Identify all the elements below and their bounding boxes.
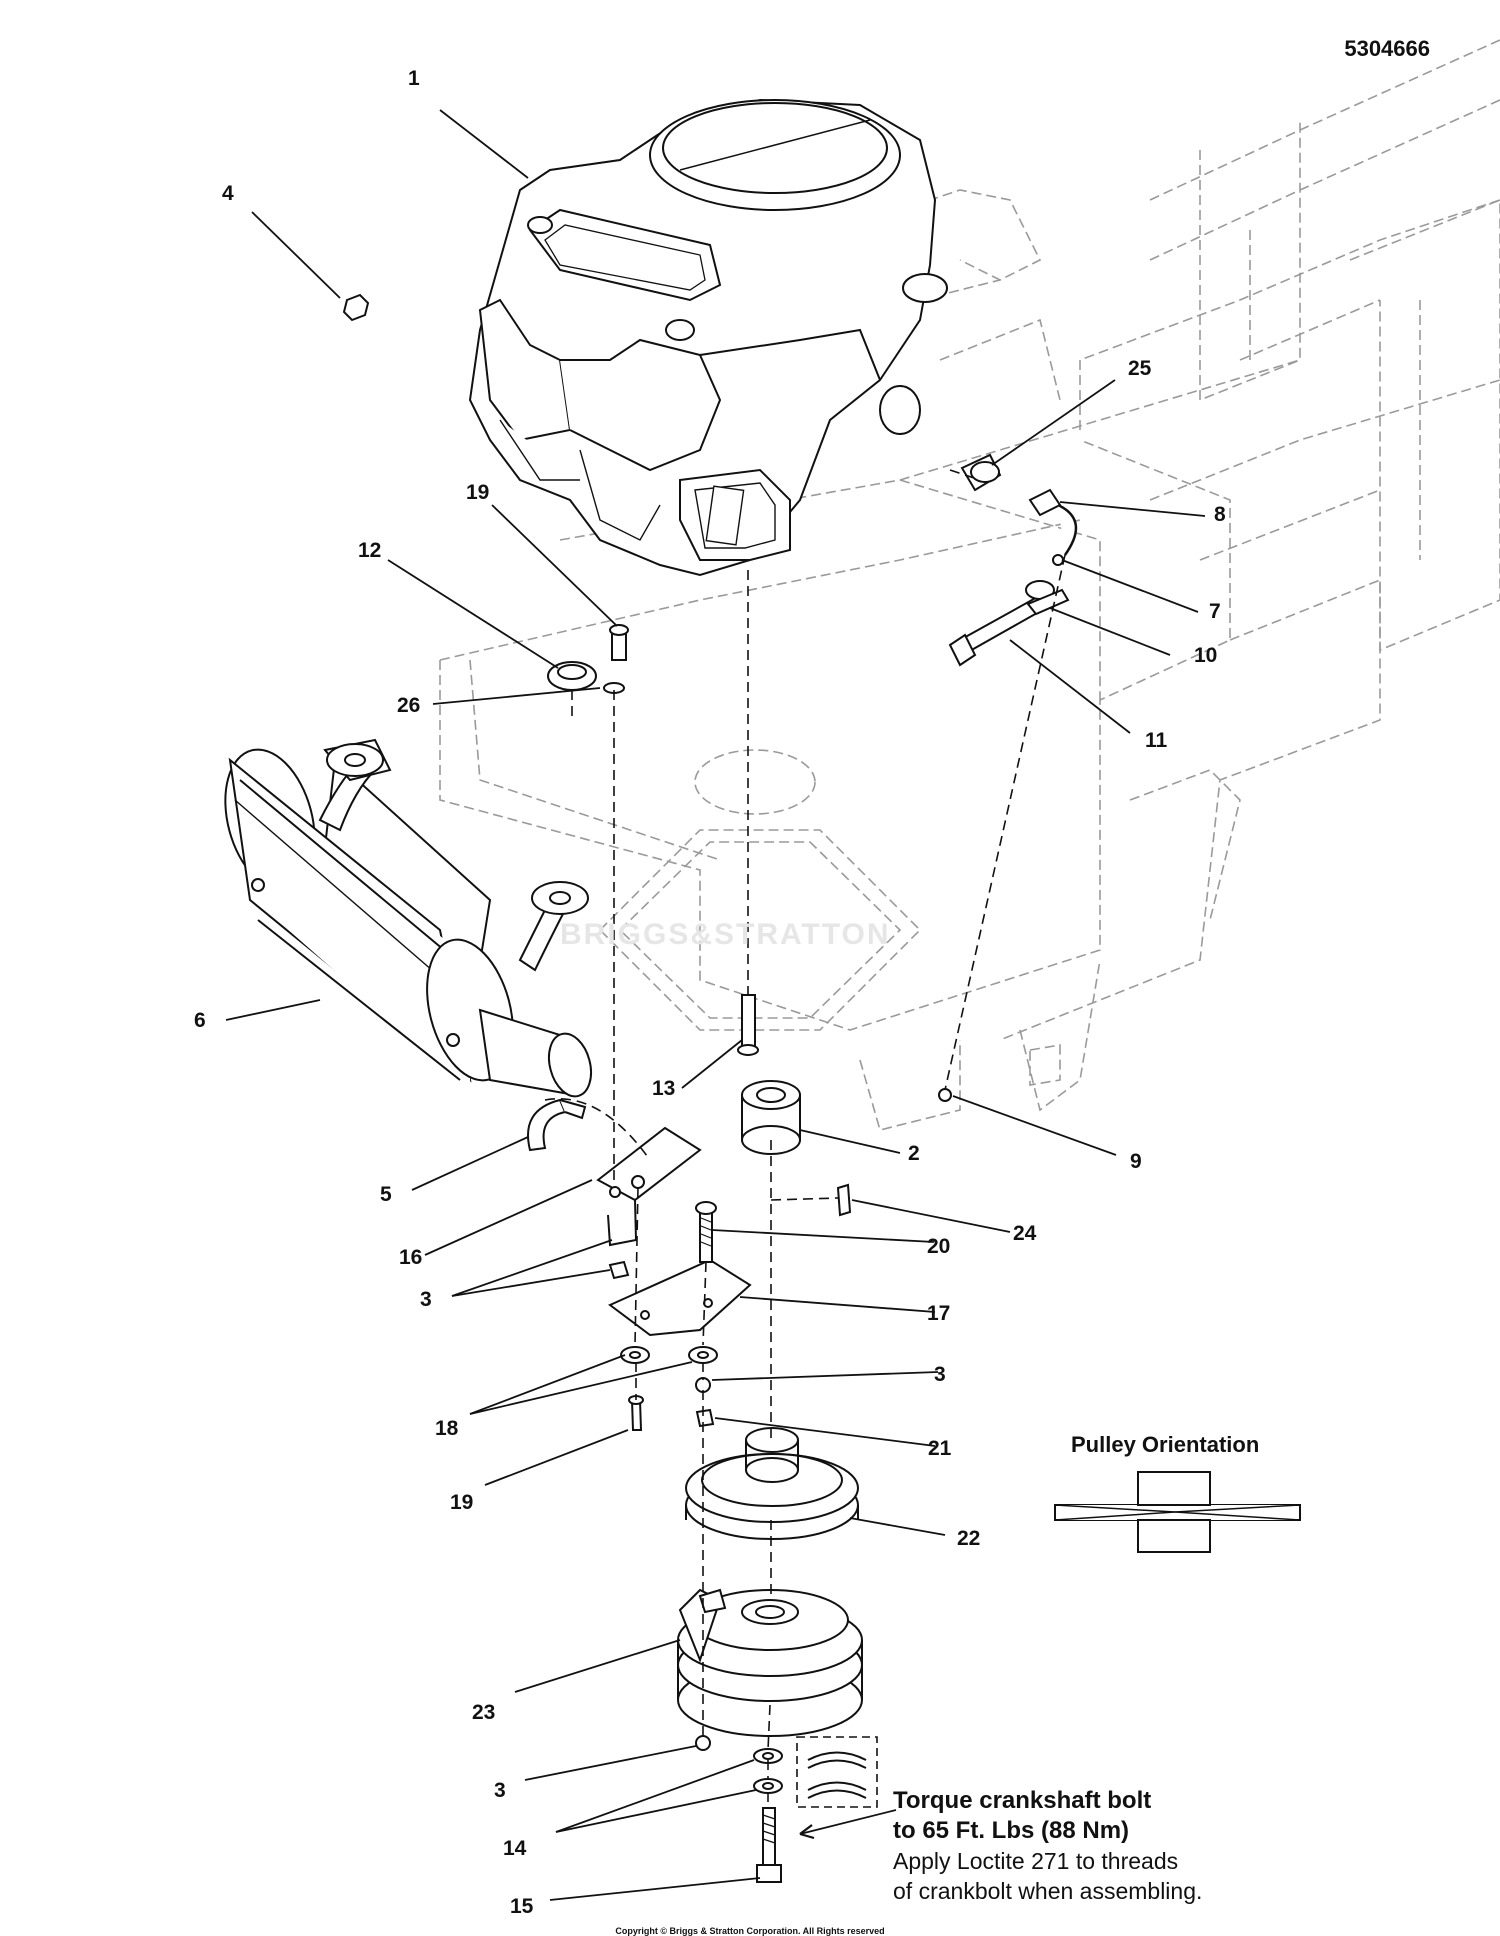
- torque-note-line-2: to 65 Ft. Lbs (88 Nm): [893, 1817, 1130, 1844]
- callout-16: 16: [399, 1246, 423, 1269]
- callout-7: 7: [1209, 600, 1221, 623]
- callout-14: 14: [503, 1837, 527, 1860]
- electric-clutch: [677, 1588, 863, 1737]
- callout-24: 24: [1013, 1222, 1037, 1245]
- torque-note-line-3: Apply Loctite 271 to threads: [893, 1848, 1179, 1874]
- torque-note-line-1: Torque crankshaft bolt: [893, 1787, 1152, 1814]
- pulley-orientation-title: Pulley Orientation: [1071, 1432, 1260, 1457]
- document-number: 5304666: [1344, 36, 1430, 61]
- callout-12: 12: [358, 539, 382, 562]
- torque-note: Torque crankshaft bolt to 65 Ft. Lbs (88…: [893, 1786, 1202, 1906]
- watermark: BRIGGS&STRATTON: [560, 918, 891, 951]
- grommet-and-bolt: [547, 624, 629, 694]
- callout-26: 26: [397, 694, 421, 717]
- leader-lines: [225, 109, 1206, 1901]
- callout-17: 17: [927, 1302, 951, 1325]
- pulley: [685, 1427, 859, 1540]
- crank-parts: [737, 994, 952, 1217]
- alignment-lines: [544, 469, 1066, 1808]
- callout-3: 3: [494, 1779, 506, 1802]
- callout-8: 8: [1214, 503, 1226, 526]
- callout-19: 19: [466, 481, 490, 504]
- hex-nut: [342, 293, 370, 322]
- callout-21: 21: [928, 1437, 952, 1460]
- callout-23: 23: [472, 1701, 496, 1724]
- engine: [468, 98, 948, 577]
- crank-bolt-hardware: [695, 1735, 878, 1883]
- callout-18: 18: [435, 1417, 459, 1440]
- callout-2: 2: [908, 1142, 920, 1165]
- bracket-assembly: [527, 1098, 752, 1431]
- pulley-orientation-inset: [1054, 1471, 1301, 1553]
- callout-5: 5: [380, 1183, 392, 1206]
- callout-9: 9: [1130, 1150, 1142, 1173]
- callout-1: 1: [408, 67, 420, 90]
- copyright: Copyright © Briggs & Stratton Corporatio…: [615, 1926, 885, 1936]
- muffler: [224, 738, 593, 1098]
- callout-25: 25: [1128, 357, 1152, 380]
- callout-10: 10: [1194, 644, 1218, 667]
- callout-19: 19: [450, 1491, 474, 1514]
- fuel-fittings: [948, 453, 1078, 667]
- callout-3: 3: [934, 1363, 946, 1386]
- callout-11: 11: [1145, 729, 1168, 752]
- torque-note-line-4: of crankbolt when assembling.: [893, 1878, 1203, 1904]
- callout-4: 4: [222, 182, 234, 205]
- callout-20: 20: [927, 1235, 951, 1258]
- callout-13: 13: [652, 1077, 676, 1100]
- callout-22: 22: [957, 1527, 981, 1550]
- callout-15: 15: [510, 1895, 534, 1918]
- callout-6: 6: [194, 1009, 206, 1032]
- callout-3: 3: [420, 1288, 432, 1311]
